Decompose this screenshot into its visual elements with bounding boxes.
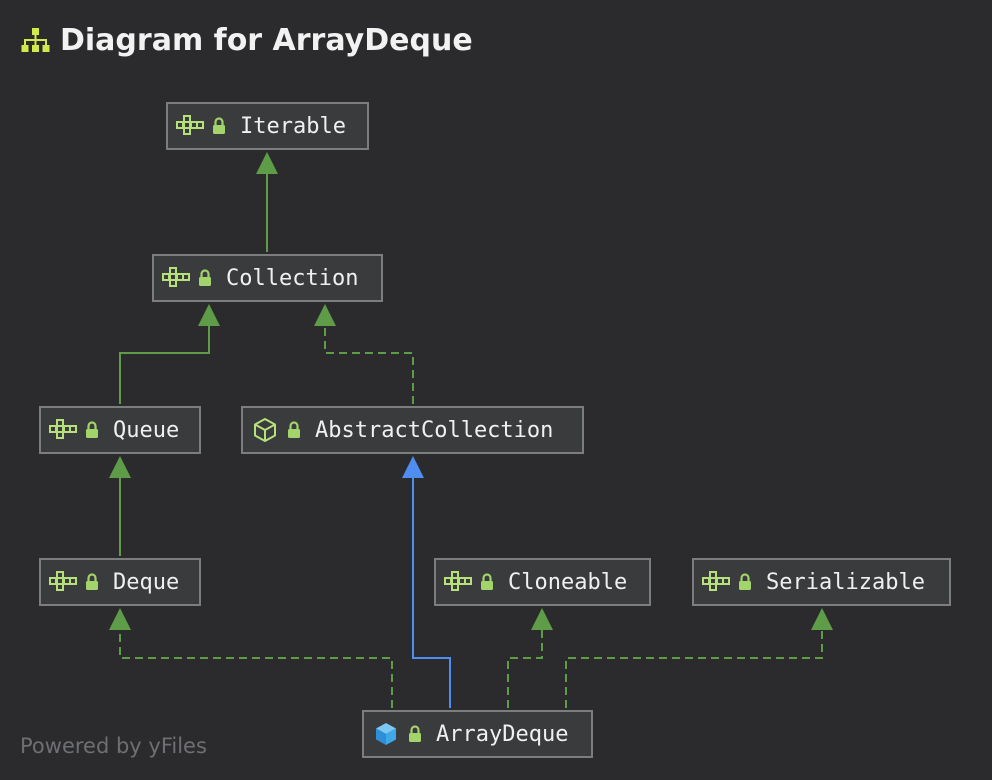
interface-icon <box>49 571 77 593</box>
arrowhead-collection-dashed <box>314 304 336 326</box>
interface-icon <box>162 267 190 289</box>
edge-arraydeque-to-cloneable <box>507 630 543 708</box>
node-arraydeque[interactable]: ArrayDeque <box>362 710 593 758</box>
class-icon <box>372 723 400 745</box>
edge-queue-to-collection <box>119 326 210 404</box>
edge-arraydeque-to-abstractcollection <box>412 478 451 708</box>
powered-by-footer: Powered by yFiles <box>20 734 207 758</box>
node-label: Iterable <box>240 113 346 139</box>
lock-icon <box>480 573 494 591</box>
arrowhead-collection-solid <box>198 304 220 326</box>
node-abstractcollection[interactable]: AbstractCollection <box>241 406 584 454</box>
lock-icon <box>212 117 226 135</box>
node-label: Serializable <box>766 569 925 595</box>
arrowhead-cloneable <box>531 608 553 630</box>
lock-icon <box>287 421 301 439</box>
edge-abstractcollection-to-collection <box>324 326 414 404</box>
node-label: AbstractCollection <box>315 417 554 443</box>
hierarchy-icon <box>21 28 50 52</box>
node-label: Cloneable <box>508 569 628 595</box>
lock-icon <box>408 725 422 743</box>
abstract-class-icon <box>251 418 279 442</box>
node-deque[interactable]: Deque <box>39 558 201 606</box>
interface-icon <box>49 419 77 441</box>
node-queue[interactable]: Queue <box>39 406 201 454</box>
edge-arraydeque-to-deque <box>119 630 393 708</box>
diagram-title: Diagram for ArrayDeque <box>60 22 473 58</box>
lock-icon <box>85 421 99 439</box>
node-serializable[interactable]: Serializable <box>692 558 951 606</box>
edge-arraydeque-to-serializable <box>565 630 823 708</box>
arrowhead-abstractcollection <box>402 456 424 478</box>
node-collection[interactable]: Collection <box>152 254 383 302</box>
node-cloneable[interactable]: Cloneable <box>434 558 651 606</box>
lock-icon <box>198 269 212 287</box>
node-label: ArrayDeque <box>436 721 569 747</box>
node-iterable[interactable]: Iterable <box>166 102 369 150</box>
lock-icon <box>738 573 752 591</box>
node-label: Queue <box>113 417 180 443</box>
interface-icon <box>702 571 730 593</box>
arrowhead-queue <box>109 456 131 478</box>
node-label: Deque <box>113 569 180 595</box>
arrowhead-deque <box>109 608 131 630</box>
node-label: Collection <box>226 265 359 291</box>
interface-icon <box>176 115 204 137</box>
arrowhead-serializable <box>811 608 833 630</box>
lock-icon <box>85 573 99 591</box>
interface-icon <box>444 571 472 593</box>
diagram-header: Diagram for ArrayDeque <box>20 20 473 60</box>
arrowhead-iterable <box>256 152 278 174</box>
